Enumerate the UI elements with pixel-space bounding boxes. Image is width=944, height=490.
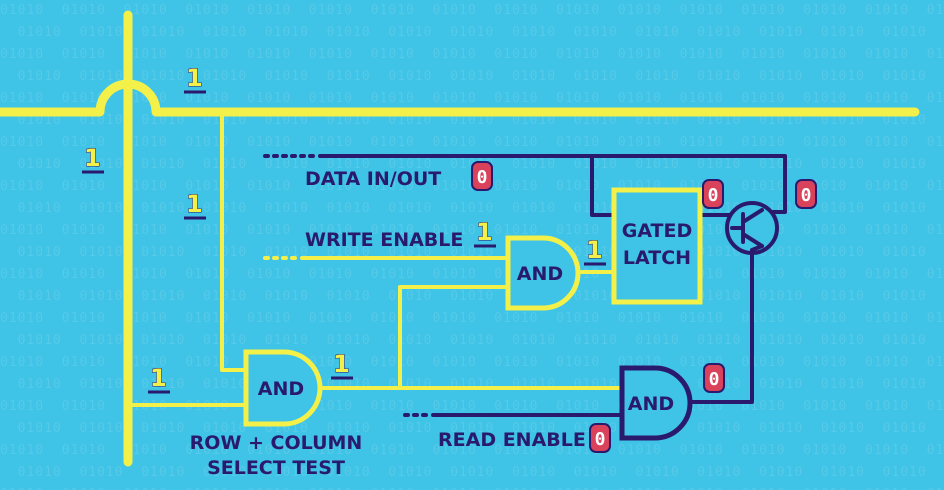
transistor-to-read-and-wire — [688, 248, 754, 404]
signal-one-write-enable: 1 — [476, 218, 493, 246]
zero-signal-markers: 0 0 0 0 0 — [471, 161, 817, 453]
signal-one-branch: 1 — [186, 190, 203, 218]
zero-badge-data: 0 — [471, 161, 493, 191]
signal-one-column: 1 — [84, 144, 101, 172]
select-to-write-and-wire — [398, 285, 510, 390]
and-gate-write: AND — [505, 235, 581, 311]
zero-badge-transistor-out: 0 — [795, 179, 817, 209]
row-column-label-line1: ROW + COLUMN — [190, 432, 363, 454]
svg-text:0: 0 — [801, 185, 812, 206]
one-signal-markers: 1 1 1 1 1 1 1 — [82, 64, 606, 394]
signal-one-select-out: 1 — [333, 350, 350, 378]
signal-one-row: 1 — [186, 64, 203, 92]
row-select-line — [0, 79, 920, 117]
and-gate-read: AND — [619, 365, 693, 441]
signal-one-select-in: 1 — [150, 364, 167, 392]
gated-latch-label-line2: LATCH — [623, 247, 691, 269]
zero-badge-read-and-out: 0 — [703, 363, 725, 393]
row-branch-wire — [220, 110, 248, 372]
gated-latch-label-line1: GATED — [622, 220, 693, 242]
svg-text:0: 0 — [709, 369, 720, 390]
svg-text:0: 0 — [477, 167, 488, 188]
read-enable-label: READ ENABLE — [438, 429, 586, 451]
and-gate-label: AND — [258, 378, 304, 400]
svg-text:0: 0 — [595, 429, 606, 450]
and-gate-label: AND — [628, 393, 674, 415]
zero-badge-read-enable: 0 — [589, 423, 611, 453]
zero-badge-latch-out: 0 — [702, 179, 724, 209]
active-wires — [0, 10, 920, 467]
data-to-latch-wire — [590, 154, 616, 217]
gated-latch-box: GATED LATCH — [611, 187, 703, 305]
write-enable-label: WRITE ENABLE — [305, 229, 463, 251]
and-gate-label: AND — [517, 263, 563, 285]
and-gate-row-column: AND — [243, 349, 323, 427]
row-column-label-line2: SELECT TEST — [207, 457, 345, 479]
svg-text:0: 0 — [708, 185, 719, 206]
signal-one-write-and-out: 1 — [586, 236, 603, 264]
data-in-out-label: DATA IN/OUT — [305, 168, 441, 190]
transistor-symbol — [725, 201, 779, 255]
